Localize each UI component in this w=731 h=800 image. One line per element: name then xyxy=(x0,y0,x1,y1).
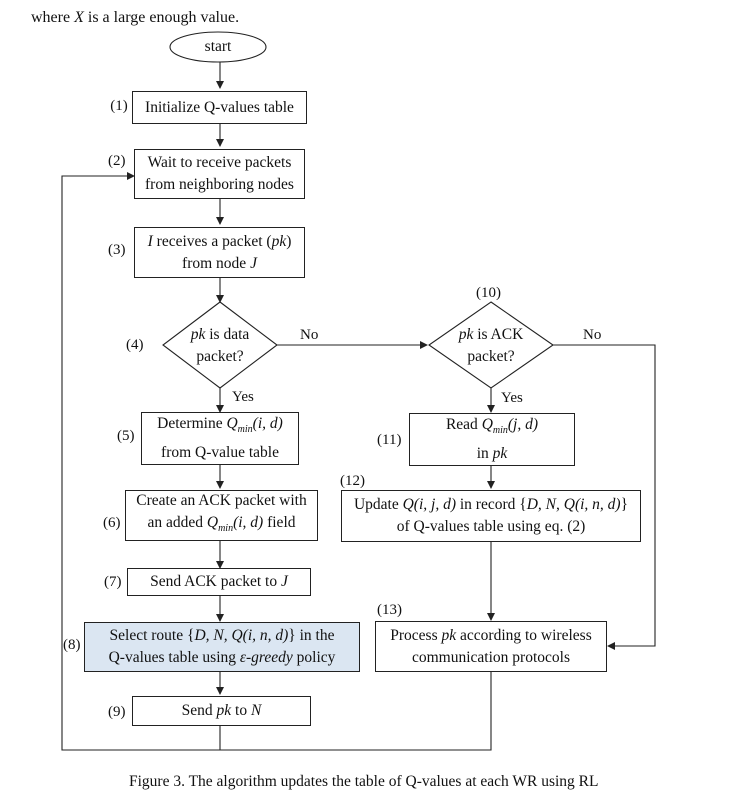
step-number-2: (2) xyxy=(108,153,126,169)
step-wait-packets: Wait to receive packets from neighboring… xyxy=(134,149,305,199)
step-5-line-2: from Q-value table xyxy=(161,443,279,461)
step-initialize-qtable: Initialize Q-values table xyxy=(132,91,307,124)
step-number-12: (12) xyxy=(340,473,365,489)
decision-ack-text: pk is ACK packet? xyxy=(458,326,524,365)
step-read-qmin: Read Qmin(j, d) in pk xyxy=(409,413,575,466)
step-6-line-2: an added Qmin(i, d) field xyxy=(147,514,296,535)
step-11-line-1: Read Qmin(j, d) xyxy=(445,416,539,437)
step-1-text: Initialize Q-values table xyxy=(145,98,294,116)
step-number-1: (1) xyxy=(106,91,132,124)
step-6-line-1: Create an ACK packet with xyxy=(136,492,307,510)
step-receive-packet: I receives a packet (pk) from node J xyxy=(134,227,305,278)
step-update-q: Update Q(i, j, d) in record {D, N, Q(i, … xyxy=(341,490,641,542)
step-number-6: (6) xyxy=(103,515,121,531)
start-terminal: start xyxy=(204,38,232,55)
arrow-loop-13-to-2 xyxy=(220,672,492,751)
step-2-line-1: Wait to receive packets xyxy=(147,154,292,171)
edge-label-no-data: No xyxy=(300,327,319,343)
step-number-11: (11) xyxy=(377,432,402,448)
step-number-8: (8) xyxy=(63,637,81,653)
step-13-line-2: communication protocols xyxy=(412,648,570,666)
step-number-9: (9) xyxy=(108,704,126,720)
decision-data-text: pk is data packet? xyxy=(190,326,250,365)
step-select-route: Select route {D, N, Q(i, n, d)} in the Q… xyxy=(84,622,360,672)
step-number-13: (13) xyxy=(377,602,402,618)
step-number-3: (3) xyxy=(108,242,126,258)
step-process-pk: Process pk according to wireless communi… xyxy=(375,621,607,672)
step-11-line-2: in pk xyxy=(476,444,508,462)
edge-label-yes-ack: Yes xyxy=(501,390,523,406)
step-12-line-1: Update Q(i, j, d) in record {D, N, Q(i, … xyxy=(353,496,629,513)
edge-label-no-ack: No xyxy=(583,327,602,343)
step-8-line-2: Q-values table using ε-greedy policy xyxy=(108,649,336,666)
arrow-loop-9-to-2 xyxy=(61,172,221,751)
edge-label-yes-data: Yes xyxy=(232,389,254,405)
step-number-4: (4) xyxy=(126,337,144,353)
start-terminal-shape xyxy=(169,31,267,63)
step-8-line-1: Select route {D, N, Q(i, n, d)} in the xyxy=(109,627,335,644)
step-create-ack: Create an ACK packet with an added Qmin(… xyxy=(125,490,318,541)
step-send-pk: Send pk to N xyxy=(132,696,311,726)
step-9-text: Send pk to N xyxy=(181,702,262,719)
intro-text: where X is a large enough value. xyxy=(31,9,240,26)
step-number-5: (5) xyxy=(117,428,135,444)
step-13-line-1: Process pk according to wireless xyxy=(390,626,592,644)
step-12-line-2: of Q-values table using eq. (2) xyxy=(396,518,586,535)
step-2-line-2: from neighboring nodes xyxy=(145,176,294,193)
step-number-7: (7) xyxy=(104,574,122,590)
step-number-10: (10) xyxy=(476,285,501,301)
arrow-10-no-to-13 xyxy=(553,344,656,650)
step-determine-qmin: Determine Qmin(i, d) from Q-value table xyxy=(141,412,299,465)
step-3-line-1: I receives a packet (pk) xyxy=(147,232,292,250)
step-7-text: Send ACK packet to J xyxy=(150,573,288,590)
step-3-line-2: from node J xyxy=(182,254,257,272)
figure-caption: Figure 3. The algorithm updates the tabl… xyxy=(129,773,599,790)
step-send-ack: Send ACK packet to J xyxy=(127,568,311,596)
step-5-line-1: Determine Qmin(i, d) xyxy=(157,415,283,436)
